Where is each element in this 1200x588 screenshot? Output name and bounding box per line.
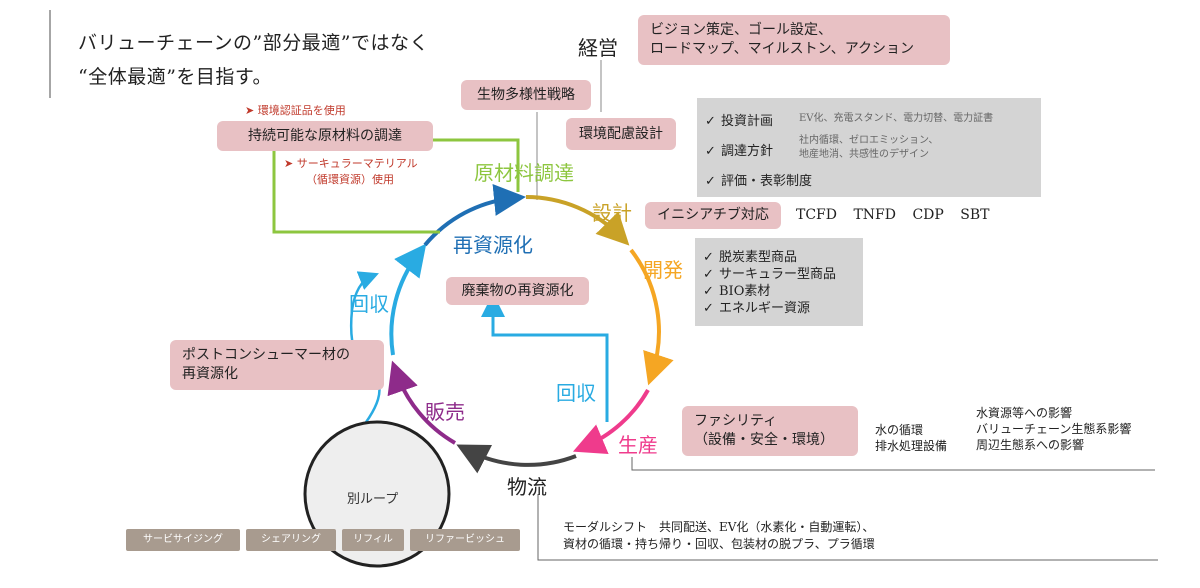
circular-note-line-2: （循環資源）使用 <box>306 173 394 186</box>
product-label-bio: BIO素材 <box>719 284 771 299</box>
initiative-sbt: SBT <box>960 207 990 223</box>
water-col-1-line-2: 排水処理設備 <box>875 439 948 453</box>
arc-logistics <box>456 444 577 474</box>
title-line-2: “全体最適”を目指す。 <box>78 66 273 88</box>
check-icon: ✓ <box>705 174 716 189</box>
logistics-detail: モーダルシフト 共同配送、EV化（水素化・自動運転）、 資材の循環・持ち帰り・回… <box>563 519 875 553</box>
policy-item-investment: ✓ 投資計画 <box>705 110 773 129</box>
sustainable-materials-box: 持続可能な原材料の調達 <box>217 121 433 151</box>
stage-development: 開発 <box>643 258 683 282</box>
stage-collection-inner: 回収 <box>556 381 596 405</box>
check-icon: ✓ <box>703 267 714 282</box>
policy-detail-procurement-1: 社内循環、ゼロエミッション、 <box>799 135 939 146</box>
management-box-line-1: ビジョン策定、ゴール設定、 <box>650 22 832 38</box>
circular-note-line-1: サーキュラーマテリアル <box>296 157 418 170</box>
check-icon: ✓ <box>705 114 716 129</box>
certified-note: ➤ 環境認証品を使用 <box>245 102 346 118</box>
stage-raw-materials: 原材料調達 <box>474 161 574 185</box>
initiative-cdp: CDP <box>912 207 944 223</box>
facility-line-2: （設備・安全・環境） <box>694 432 834 448</box>
production-bracket <box>631 457 1155 471</box>
check-icon: ✓ <box>703 250 714 265</box>
water-col-2: 水資源等への影響 バリューチェーン生態系影響 周辺生態系への影響 <box>976 405 1131 453</box>
tag-refurbish: リファービッシュ <box>410 529 520 551</box>
arc-design <box>525 195 630 246</box>
certified-note-text: 環境認証品を使用 <box>257 104 346 117</box>
check-icon: ✓ <box>705 144 716 159</box>
management-box: ビジョン策定、ゴール設定、 ロードマップ、マイルストン、アクション <box>638 15 950 65</box>
policy-label-investment: 投資計画 <box>721 114 774 129</box>
logistics-detail-line-2: 資材の循環・持ち帰り・回収、包装材の脱プラ、プラ循環 <box>563 537 875 551</box>
tag-sharing: シェアリング <box>246 529 336 551</box>
water-col-2-line-2: バリューチェーン生態系影響 <box>976 422 1132 436</box>
product-label-energy: エネルギー資源 <box>719 301 811 316</box>
management-label: 経営 <box>578 36 618 60</box>
product-item-circular: ✓ サーキュラー型商品 <box>703 263 836 282</box>
policy-detail-investment: EV化、充電スタンド、電力切替、電力証書 <box>799 113 994 124</box>
initiative-box: イニシアチブ対応 <box>645 202 781 229</box>
facility-box: ファシリティ （設備・安全・環境） <box>682 406 858 456</box>
post-consumer-line-1: ポストコンシューマー材の <box>182 347 350 363</box>
post-consumer-line-2: 再資源化 <box>182 366 238 382</box>
water-col-1-line-1: 水の循環 <box>875 423 924 437</box>
eco-design-box: 環境配慮設計 <box>566 118 676 150</box>
check-icon: ✓ <box>703 301 714 316</box>
title-line-1: バリューチェーンの”部分最適”ではなく <box>78 32 429 54</box>
arrow-bullet-icon: ➤ <box>245 104 258 117</box>
product-label-circular: サーキュラー型商品 <box>719 267 837 282</box>
product-item-energy: ✓ エネルギー資源 <box>703 297 810 316</box>
tag-refill: リフィル <box>342 529 404 551</box>
check-icon: ✓ <box>703 284 714 299</box>
initiative-tcfd: TCFD <box>796 207 837 223</box>
stage-production: 生産 <box>618 433 658 457</box>
arc-sales <box>387 360 456 445</box>
product-item-decarbon: ✓ 脱炭素型商品 <box>703 246 797 265</box>
policy-label-procurement: 調達方針 <box>721 144 774 159</box>
arrow-bullet-icon: ➤ <box>284 157 297 170</box>
stage-collection-outer: 回収 <box>349 292 389 316</box>
policy-label-evaluation: 評価・表彰制度 <box>721 174 813 189</box>
tag-servicizing: サービサイジング <box>126 529 240 551</box>
biodiversity-box: 生物多様性戦略 <box>461 80 591 110</box>
policy-item-evaluation: ✓ 評価・表彰制度 <box>705 170 812 189</box>
water-col-2-line-1: 水資源等への影響 <box>976 406 1073 420</box>
stage-design: 設計 <box>592 201 632 225</box>
management-box-line-2: ロードマップ、マイルストン、アクション <box>650 41 915 57</box>
logistics-bracket <box>537 494 1158 561</box>
post-consumer-box: ポストコンシューマー材の 再資源化 <box>170 340 384 390</box>
arc-development <box>629 248 674 386</box>
policy-item-procurement: ✓ 調達方針 <box>705 140 773 159</box>
policy-panel: ✓ 投資計画 EV化、充電スタンド、電力切替、電力証書 ✓ 調達方針 社内循環、ゼロ… <box>697 98 1041 197</box>
initiative-list: TCFD TNFD CDP SBT <box>796 207 989 223</box>
water-col-1: 水の循環 排水処理設備 <box>875 422 947 454</box>
circular-note: ➤ サーキュラーマテリアル （循環資源）使用 <box>284 156 418 188</box>
product-item-bio: ✓ BIO素材 <box>703 280 770 299</box>
waste-recycling-box: 廃棄物の再資源化 <box>446 277 589 305</box>
policy-detail-procurement-2: 地産地消、共感性のデザイン <box>799 149 929 160</box>
arc-production <box>572 389 650 454</box>
product-panel: ✓ 脱炭素型商品 ✓ サーキュラー型商品 ✓ BIO素材 ✓ エネルギー資源 <box>695 238 863 326</box>
logistics-detail-line-1: モーダルシフト 共同配送、EV化（水素化・自動運転）、 <box>563 520 875 534</box>
inner-collection-path <box>481 293 609 422</box>
arc-collection <box>389 243 427 356</box>
product-label-decarbon: 脱炭素型商品 <box>719 250 798 265</box>
stage-sales: 販売 <box>425 400 465 424</box>
water-col-2-line-3: 周辺生態系への影響 <box>976 438 1085 452</box>
separate-loop-label: 別ループ <box>347 492 399 507</box>
green-feed-loop <box>272 150 440 234</box>
stage-logistics: 物流 <box>507 475 547 499</box>
facility-line-1: ファシリティ <box>694 413 778 429</box>
stage-recycling: 再資源化 <box>453 233 533 257</box>
initiative-tnfd: TNFD <box>853 207 896 223</box>
arc-recycling <box>423 184 526 247</box>
green-feed-top <box>433 138 520 192</box>
